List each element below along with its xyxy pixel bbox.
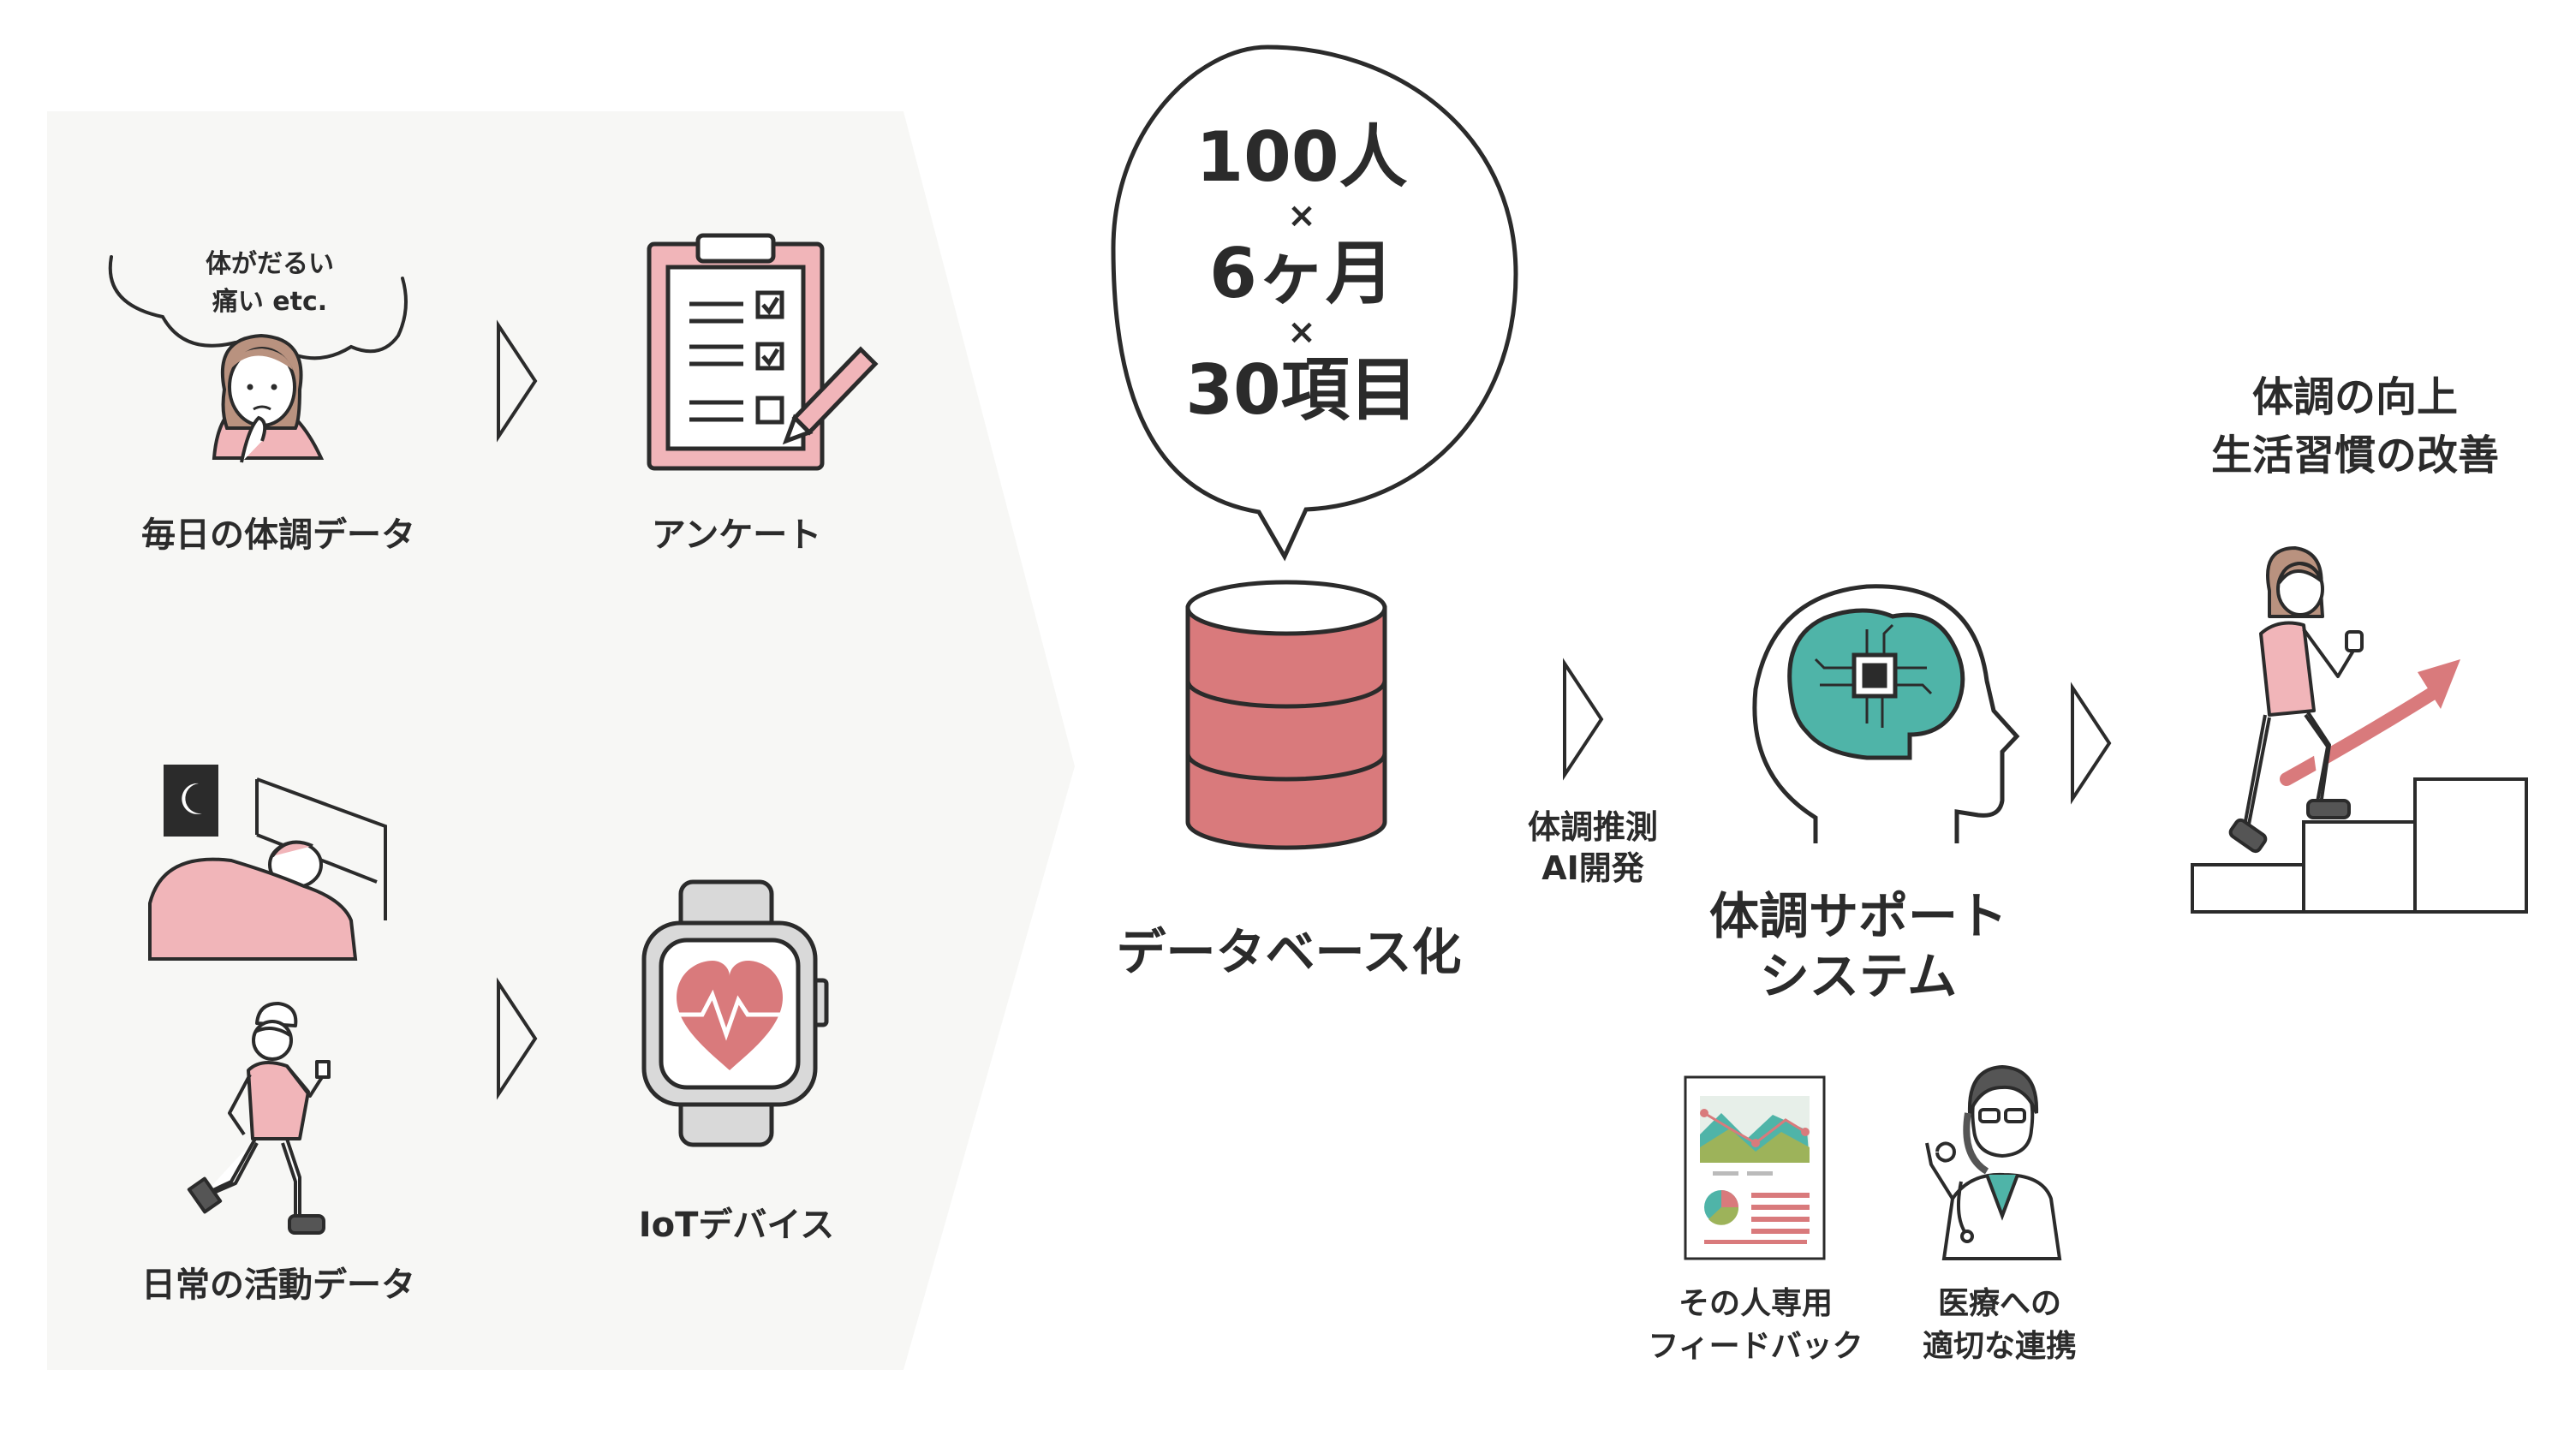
database-icon bbox=[1185, 580, 1387, 850]
bubble-months: 6ヶ月 bbox=[1209, 234, 1394, 313]
bubble-times-2: × bbox=[1287, 313, 1316, 352]
medical-label: 医療への 適切な連携 bbox=[1893, 1283, 2107, 1368]
daily-condition-label: 毎日の体調データ bbox=[141, 515, 415, 555]
feedback-label: その人専用 フィードバック bbox=[1631, 1283, 1880, 1368]
report-document-icon bbox=[1684, 1075, 1826, 1260]
brain-head-icon bbox=[1752, 584, 2020, 843]
thought-line-2: 痛い etc. bbox=[212, 287, 328, 317]
database-label: データベース化 bbox=[1116, 923, 1462, 981]
bubble-times-1: × bbox=[1287, 196, 1316, 235]
arrow-icon bbox=[497, 319, 538, 443]
medical-line-2: 適切な連携 bbox=[1922, 1329, 2077, 1364]
goal-line-1: 体調の向上 bbox=[2251, 373, 2458, 421]
daily-activity-label: 日常の活動データ bbox=[141, 1265, 415, 1305]
speech-bubble bbox=[1111, 45, 1518, 562]
growth-arrow-icon bbox=[2280, 659, 2460, 786]
thought-line-1: 体がだるい bbox=[206, 249, 334, 279]
pencil-icon bbox=[782, 346, 879, 445]
ai-line-2: AI開発 bbox=[1541, 849, 1644, 887]
ai-label: 体調推測 AI開発 bbox=[1477, 807, 1708, 889]
feedback-line-1: その人専用 bbox=[1678, 1286, 1833, 1321]
thought-text: 体がだるい 痛い etc. bbox=[176, 246, 364, 321]
iot-label: IoTデバイス bbox=[638, 1206, 835, 1245]
system-line-1: 体調サポート bbox=[1708, 887, 2007, 945]
clipboard-icon bbox=[647, 233, 879, 471]
thinking-woman-icon bbox=[212, 333, 325, 463]
medical-line-1: 医療への bbox=[1937, 1286, 2061, 1321]
doctor-icon bbox=[1925, 1064, 2062, 1260]
system-label: 体調サポート システム bbox=[1687, 886, 2030, 1006]
arrow-icon bbox=[2071, 682, 2112, 805]
sleeping-person-icon bbox=[148, 765, 387, 961]
smartwatch-icon bbox=[641, 879, 829, 1147]
bubble-text: 100人 × 6ヶ月 × 30項目 bbox=[1139, 120, 1464, 428]
climbing-woman-icon bbox=[2228, 546, 2364, 854]
ai-line-1: 体調推測 bbox=[1527, 808, 1658, 846]
goal-line-2: 生活習慣の改善 bbox=[2210, 432, 2499, 479]
bubble-items: 30項目 bbox=[1185, 350, 1418, 430]
questionnaire-label: アンケート bbox=[651, 515, 822, 555]
feedback-line-2: フィードバック bbox=[1648, 1329, 1863, 1364]
system-line-2: システム bbox=[1759, 947, 1958, 1005]
arrow-icon bbox=[497, 977, 538, 1100]
goal-label: 体調の向上 生活習慣の改善 bbox=[2184, 368, 2526, 485]
running-person-icon bbox=[187, 1002, 331, 1235]
bubble-people: 100人 bbox=[1196, 117, 1408, 197]
arrow-icon bbox=[1563, 658, 1604, 781]
stairs-icon bbox=[2191, 777, 2528, 914]
